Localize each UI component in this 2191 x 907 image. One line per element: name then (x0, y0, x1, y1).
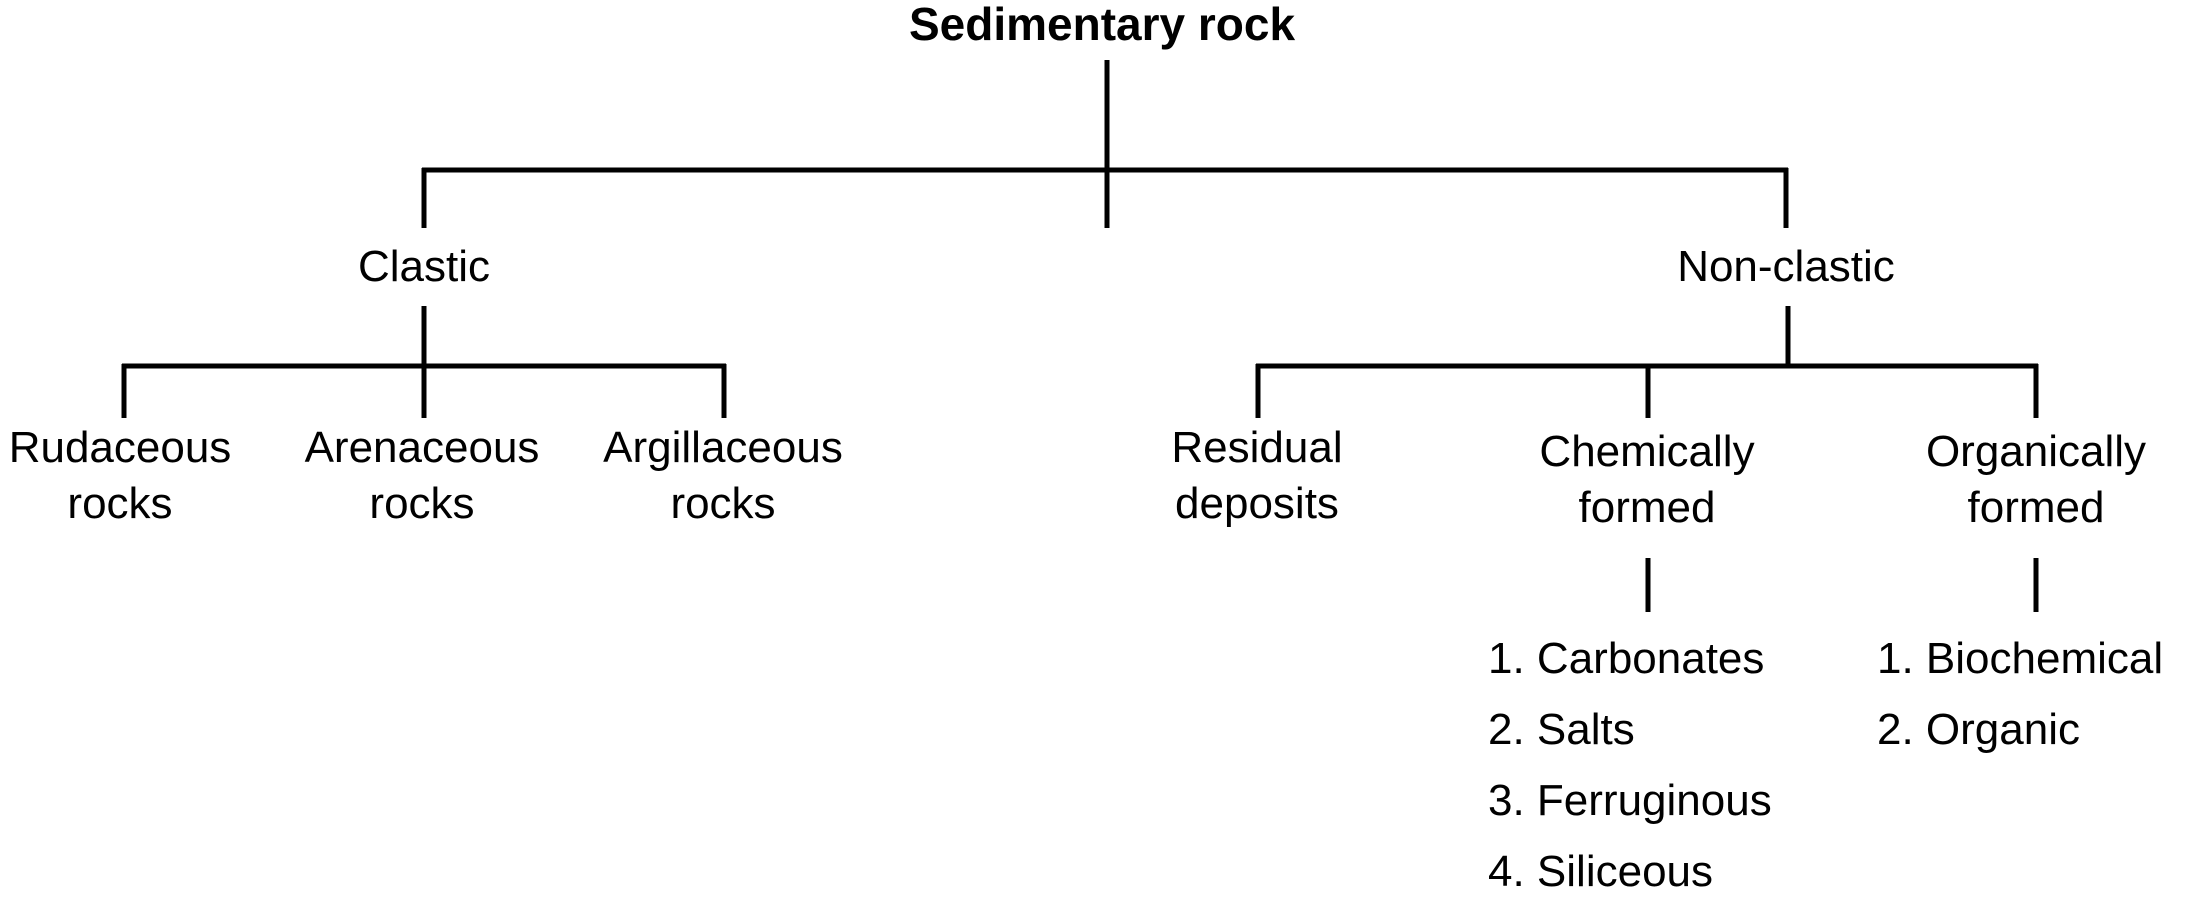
arenaceous-line-2: rocks (369, 479, 475, 528)
argillaceous-line-1: Argillaceous (603, 423, 843, 472)
clastic-label: Clastic (357, 242, 491, 291)
rudaceous-rocks-node: Rudaceous rocks (9, 420, 232, 532)
residual-deposits-node: Residual deposits (1171, 420, 1342, 532)
arenaceous-line-1: Arenaceous (304, 423, 540, 472)
organically-line-1: Organically (1925, 427, 2147, 476)
list-item: 3. Ferruginous (1488, 776, 1772, 825)
list-item: 2. Salts (1488, 705, 1635, 754)
argillaceous-line-2: rocks (670, 479, 776, 528)
list-item: 1. Carbonates (1488, 634, 1765, 683)
organically-formed-list: 1. Biochemical 2. Organic (1877, 623, 2163, 765)
chemically-line-2: formed (1578, 483, 1716, 532)
residual-line-1: Residual (1171, 423, 1343, 472)
list-item: 2. Organic (1877, 705, 2080, 754)
non-clastic-label: Non-clastic (1677, 242, 1895, 291)
tree-connectors (121, 60, 2039, 612)
residual-line-2: deposits (1175, 479, 1339, 528)
list-item: 1. Biochemical (1877, 634, 2164, 683)
rudaceous-line-2: rocks (67, 479, 173, 528)
chemically-formed-list: 1. Carbonates 2. Salts 3. Ferruginous 4.… (1488, 623, 1772, 907)
argillaceous-rocks-node: Argillaceous rocks (603, 420, 843, 532)
chemically-line-1: Chemically (1539, 427, 1755, 476)
root-title: Sedimentary rock (908, 0, 1296, 50)
arenaceous-rocks-node: Arenaceous rocks (305, 420, 540, 532)
chemically-formed-node: Chemically formed (1539, 424, 1754, 536)
organically-line-2: formed (1967, 483, 2105, 532)
organically-formed-node: Organically formed (1926, 424, 2146, 536)
rudaceous-line-1: Rudaceous (8, 423, 232, 472)
list-item: 4. Siliceous (1488, 847, 1714, 896)
